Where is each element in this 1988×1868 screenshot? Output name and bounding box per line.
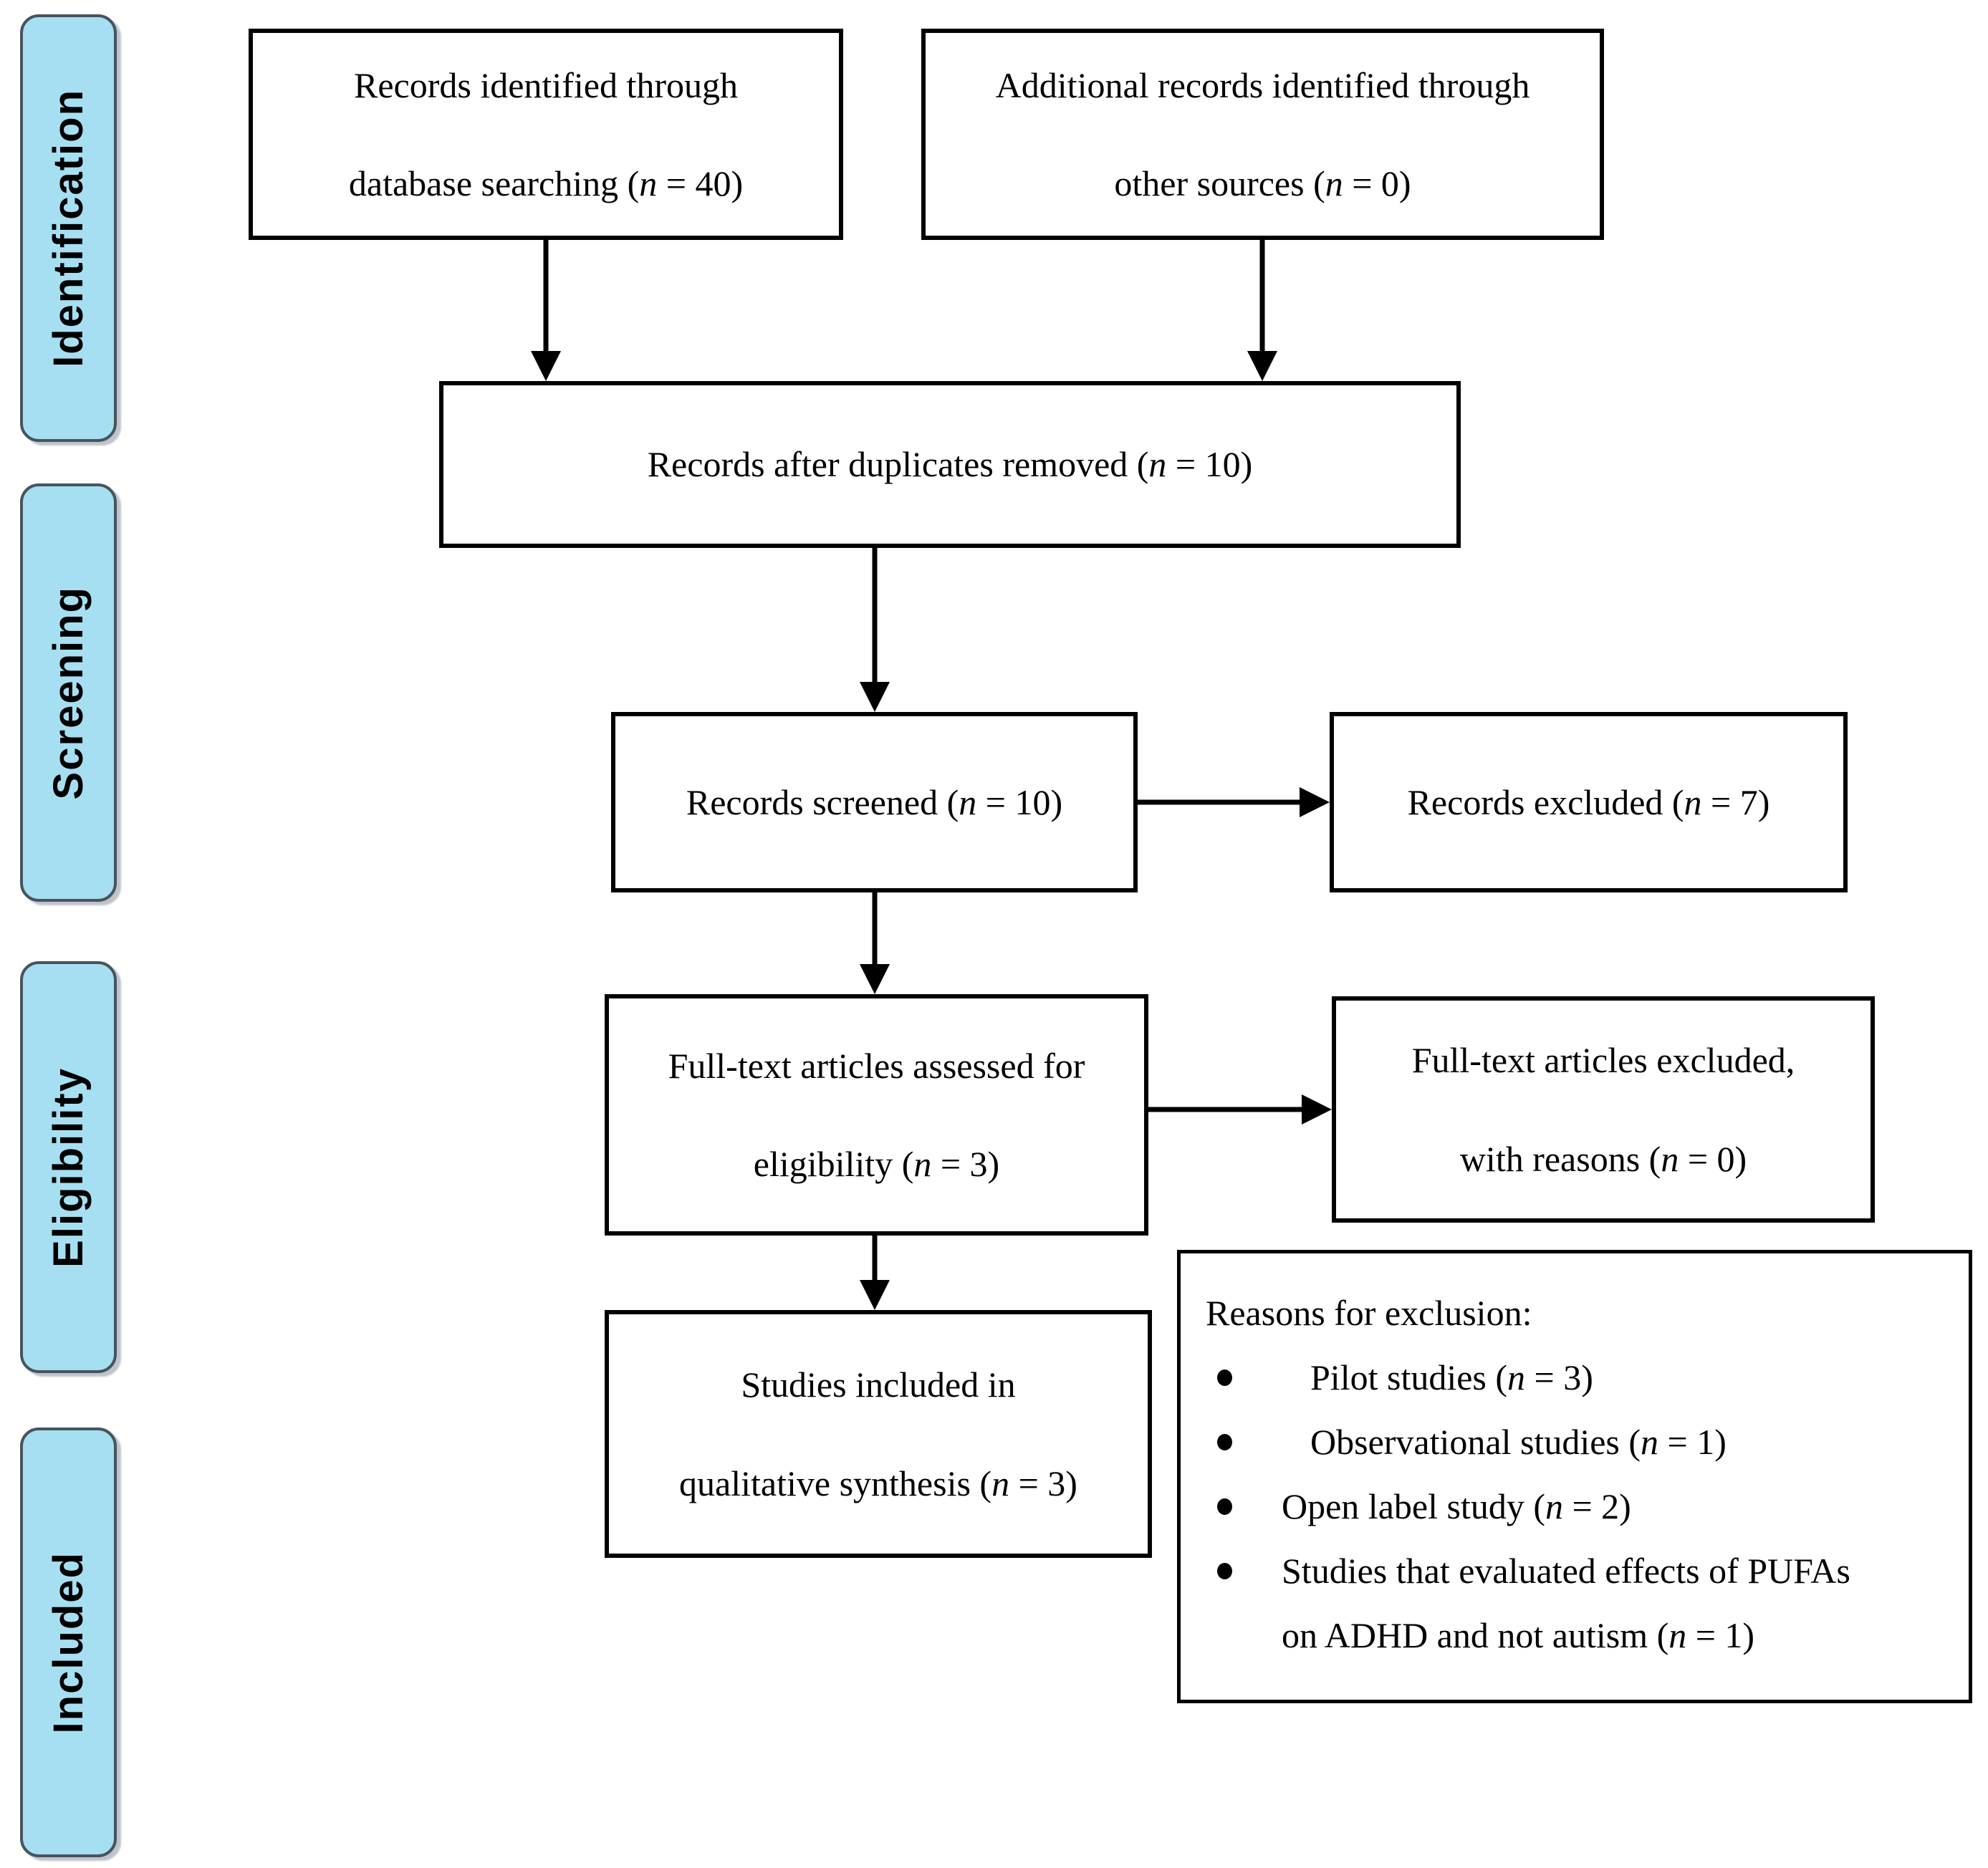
bullet-icon [1217, 1369, 1232, 1386]
arrowhead-right-icon [1300, 787, 1330, 817]
box-duplicates-removed: Records after duplicates removed (n = 10… [439, 381, 1461, 548]
arrowhead-down-icon [860, 682, 890, 712]
stage-label-eligibility: Eligibility [20, 961, 117, 1373]
arrow-fulltext-to-fulltext-excluded [1148, 1094, 1332, 1125]
arrow-duplicates-to-screened [859, 548, 890, 712]
stage-label-included: Included [20, 1428, 117, 1857]
arrow-identified-to-duplicates [530, 240, 562, 381]
bullet-icon [1217, 1498, 1232, 1515]
arrow-screened-to-excluded [1138, 786, 1330, 818]
stage-label-screening-text: Screening [45, 585, 92, 800]
box-fulltext-excluded: Full-text articles excluded,with reasons… [1332, 996, 1875, 1223]
arrow-fulltext-to-included [859, 1236, 890, 1310]
box-records-screened-text: Records screened (n = 10) [686, 781, 1063, 822]
bullet-icon [1217, 1434, 1232, 1450]
arrowhead-down-icon [860, 964, 890, 994]
arrowhead-down-icon [531, 351, 561, 381]
box-duplicates-removed-text: Records after duplicates removed (n = 10… [647, 444, 1253, 485]
stage-label-eligibility-text: Eligibility [45, 1067, 92, 1268]
exclusion-reason-item: Open label study (n = 2) [1206, 1474, 1951, 1539]
exclusion-reason-item: Pilot studies (n = 3) [1206, 1345, 1951, 1410]
exclusion-reason-item: Observational studies (n = 1) [1206, 1410, 1951, 1474]
arrowhead-right-icon [1302, 1094, 1332, 1125]
exclusion-reasons-title: Reasons for exclusion: [1206, 1293, 1532, 1333]
stage-label-identification: Identification [20, 14, 117, 442]
bullet-icon [1217, 1563, 1232, 1579]
box-records-screened: Records screened (n = 10) [611, 712, 1138, 892]
box-records-excluded: Records excluded (n = 7) [1330, 712, 1848, 892]
arrow-additional-to-duplicates [1247, 240, 1278, 381]
stage-label-screening: Screening [20, 483, 117, 902]
box-fulltext-excluded-text: Full-text articles excluded,with reasons… [1411, 1040, 1795, 1179]
arrowhead-down-icon [1247, 351, 1277, 381]
stage-label-included-text: Included [45, 1551, 92, 1734]
arrowhead-down-icon [860, 1280, 890, 1310]
box-exclusion-reasons: Reasons for exclusion: Pilot studies (n … [1177, 1250, 1972, 1703]
arrow-screened-to-fulltext [859, 892, 890, 994]
box-records-excluded-text: Records excluded (n = 7) [1407, 781, 1770, 822]
stage-label-identification-text: Identification [45, 89, 92, 367]
exclusion-reasons-list: Pilot studies (n = 3) Observational stud… [1206, 1345, 1951, 1667]
